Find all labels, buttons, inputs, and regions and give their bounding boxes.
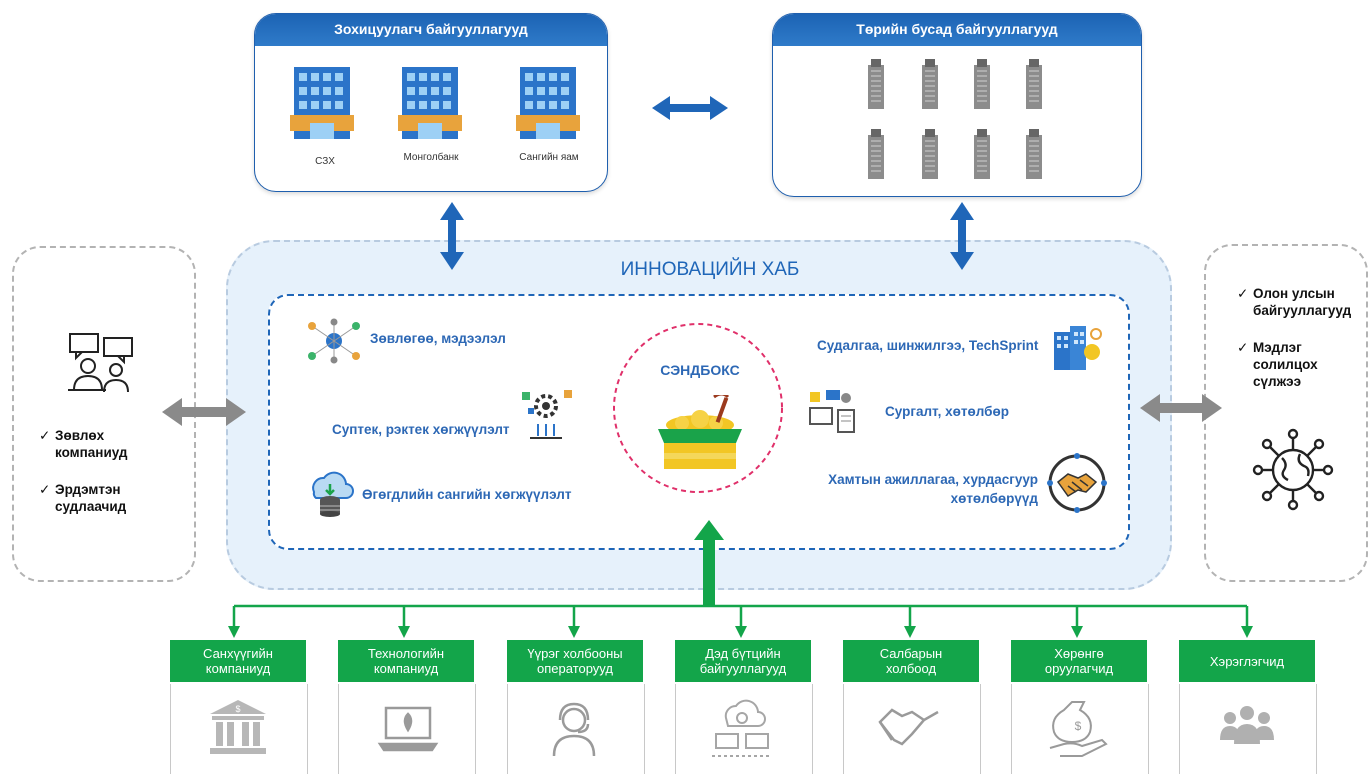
stakeholder-icons: $ $: [210, 699, 1274, 757]
stakeholder-card: [1011, 684, 1149, 774]
building-icon: [516, 67, 580, 139]
infrastructure-icon: [712, 699, 772, 757]
stakeholder-card: [170, 684, 308, 774]
database-cloud-icon: [312, 471, 354, 517]
building-icon: [398, 67, 462, 139]
research-icon: [1054, 326, 1102, 370]
regulator-label-mongolbank: Монголбанк: [403, 152, 459, 163]
double-arrow-icon: [440, 202, 464, 270]
svg-text:$: $: [1075, 719, 1082, 733]
stakeholder-card: [843, 684, 981, 774]
laptop-rocket-icon: [377, 706, 439, 752]
svg-text:$: $: [235, 704, 240, 714]
double-arrow-icon: [162, 398, 246, 426]
other-gov-box: Төрийн бусад байгууллагууд: [772, 13, 1142, 197]
sandbox-label: СЭНДБОКС: [660, 362, 740, 378]
training-icon: [809, 390, 855, 433]
right-panel: [1204, 244, 1368, 582]
double-arrow-icon: [950, 202, 974, 270]
stakeholder-users: Хэрэглэгчид: [1179, 640, 1315, 682]
handshake-icon: [1047, 453, 1107, 513]
sandbox-ring: [613, 323, 783, 493]
stakeholder-card: [675, 684, 813, 774]
users-icon: [1220, 706, 1274, 744]
globe-network-icon: [1252, 428, 1334, 511]
hub-item-advice: Зөвлөгөө, мэдээлэл: [370, 331, 506, 346]
sandbox-icon: [658, 395, 742, 469]
hub-item-research: Судалгаа, шинжилгээ, TechSprint: [817, 338, 1039, 353]
double-arrow-icon: [652, 96, 728, 120]
building-icon: [290, 67, 354, 139]
chat-people-icon: [68, 333, 133, 393]
handshake-icon: [878, 708, 939, 746]
green-arrow-tree: [228, 520, 1253, 638]
stakeholder-card: [507, 684, 645, 774]
support-agent-icon: [552, 702, 596, 757]
regulator-label-fsc: СЗХ: [315, 156, 335, 167]
regulators-title: Зохицуулагч байгууллагууд: [255, 14, 607, 46]
regulator-label-mof: Сангийн яам: [519, 152, 579, 163]
bank-icon: $: [210, 700, 266, 754]
network-icon: [308, 318, 360, 364]
double-arrow-icon: [1140, 394, 1222, 422]
hub-title: ИННОВАЦИЙН ХАБ: [620, 259, 800, 280]
regulator-buildings: [290, 67, 580, 139]
other-gov-title: Төрийн бусад байгууллагууд: [773, 14, 1141, 46]
hub-item-training: Сургалт, хөтөлбөр: [885, 404, 1009, 419]
hub-item-database: Өгөгдлийн сангийн хөгжүүлэлт: [362, 487, 572, 502]
gears-icon: [522, 390, 572, 439]
money-bag-icon: $: [1049, 701, 1108, 757]
hub-item-suptech: Суптек, рэктек хөгжүүлэлт: [332, 422, 510, 437]
